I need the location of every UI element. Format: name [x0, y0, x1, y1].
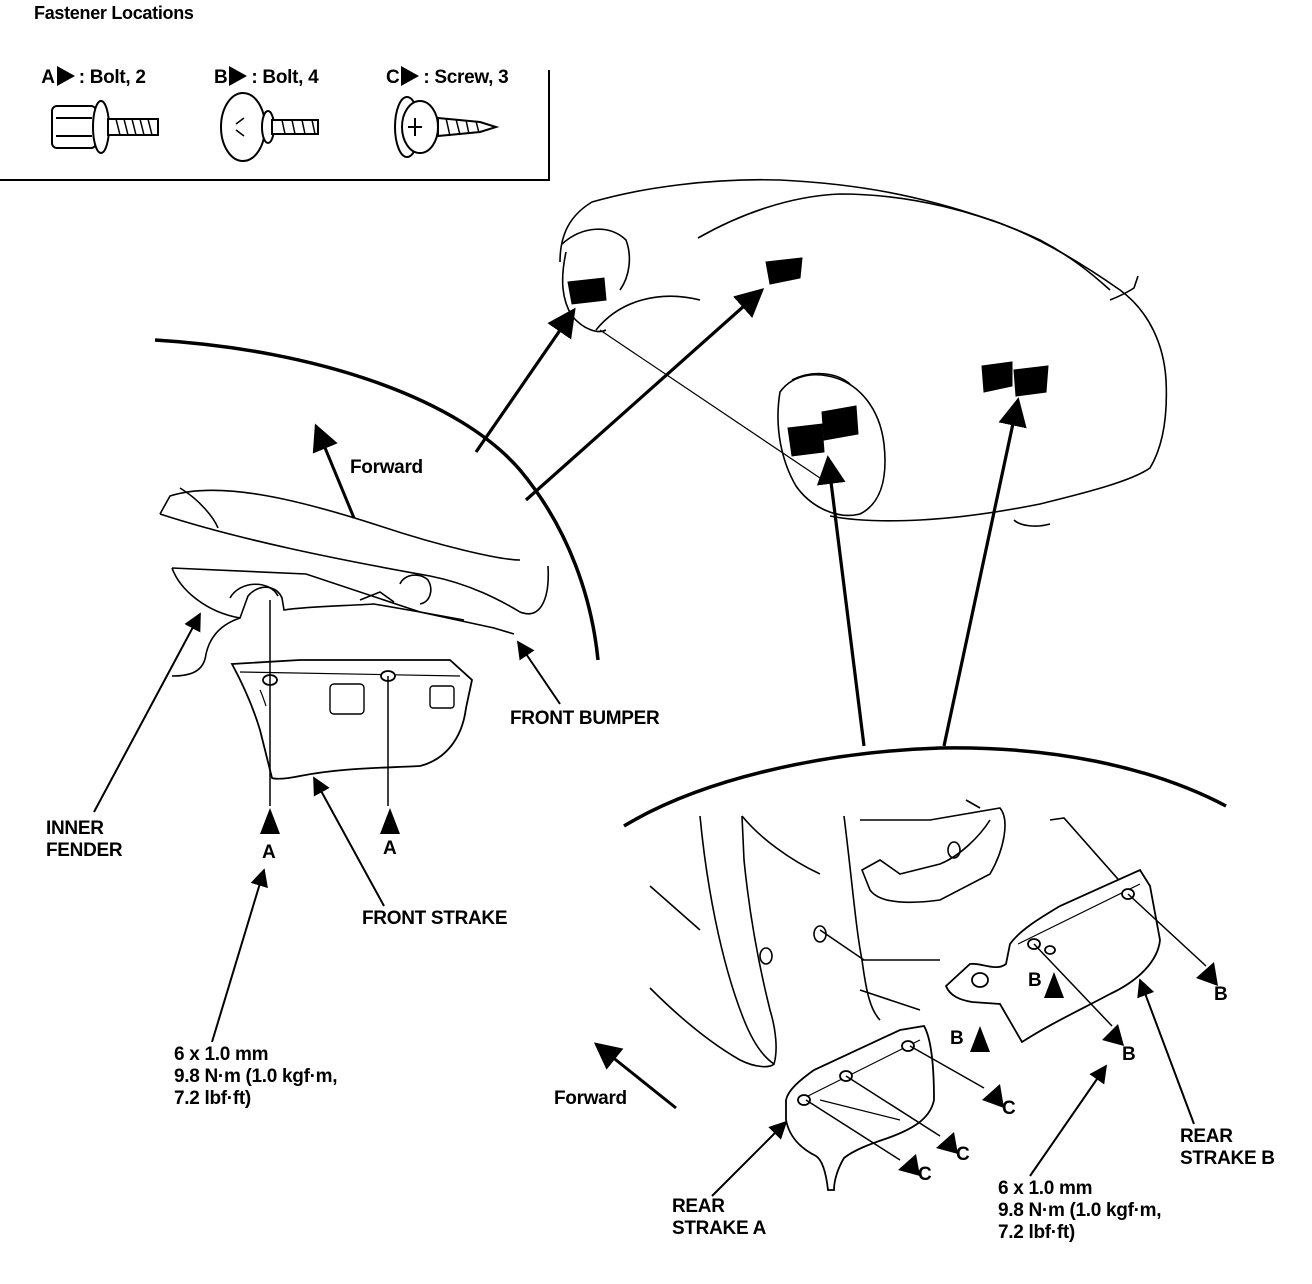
triangle-c3 [898, 1154, 920, 1176]
legend-item-a: A : Bolt, 2 [32, 44, 146, 89]
rear-strake-a-label-line1: REAR [672, 1196, 725, 1217]
legend-arrowhead-icon [56, 66, 75, 86]
legend-letter-c: C [385, 67, 400, 88]
rear-spec-line2: 9.8 N·m (1.0 kgf·m, [998, 1200, 1162, 1221]
triangle-b2 [970, 1026, 990, 1052]
legend-item-c: C : Screw, 3 [376, 44, 509, 89]
forward-label-rear: Forward [554, 1088, 627, 1109]
callout-arrows [474, 288, 1027, 747]
rear-strake-b-label-line2: STRAKE B [1180, 1148, 1275, 1169]
front-spec-line2: 9.8 N·m (1.0 kgf·m, [174, 1066, 338, 1087]
legend-item-b: B : Bolt, 4 [204, 44, 319, 89]
bolt-b-label-1: B [1028, 970, 1042, 991]
front-strake-drawing [230, 659, 473, 780]
flange-bolt-icon [51, 100, 159, 154]
legend-text-c: : Screw, 3 [423, 67, 509, 88]
legend-text-b: : Bolt, 4 [251, 67, 319, 88]
phillips-screw-icon [394, 96, 500, 158]
inner-fender-label-line1: INNER [46, 818, 104, 839]
rear-strake-b-label-line1: REAR [1180, 1126, 1233, 1147]
bolt-a-label-right: A [383, 838, 397, 859]
rear-callouts [711, 978, 1195, 1197]
triangle-a-left [260, 808, 280, 834]
triangle-c1 [982, 1084, 1004, 1108]
car-strake-markers [567, 257, 1049, 457]
bolt-a-label-left: A [262, 842, 276, 863]
forward-arrow-rear [593, 1042, 677, 1110]
bolt-b-label-2: B [950, 1028, 964, 1049]
legend-title: Fastener Locations [34, 3, 194, 23]
front-zoom-arc [154, 338, 600, 661]
rear-strake-a-drawing [785, 1025, 935, 1191]
forward-arrow-front [312, 423, 356, 519]
front-bumper-label: FRONT BUMPER [510, 708, 660, 729]
screw-c-label-1: C [1002, 1098, 1016, 1119]
front-bolt-markers [260, 808, 400, 834]
front-bumper-drawing [159, 487, 550, 677]
legend-letter-b: B [213, 67, 228, 88]
triangle-a-right [380, 808, 400, 834]
rear-leaders [805, 893, 1207, 1161]
legend-text-a: : Bolt, 2 [78, 67, 146, 88]
rear-wheel-area-drawing [649, 799, 1141, 1068]
rear-spec-line1: 6 x 1.0 mm [998, 1178, 1093, 1199]
legend-arrowhead-icon [401, 66, 420, 86]
forward-label-front: Forward [350, 457, 423, 478]
front-callouts [93, 612, 561, 1043]
rear-spec-line3: 7.2 lbf·ft) [998, 1222, 1075, 1243]
legend-box [0, 70, 550, 181]
washer-bolt-icon [220, 92, 319, 162]
inner-fender-label-line2: FENDER [46, 840, 123, 861]
rear-strake-b-drawing [944, 868, 1161, 1044]
front-strake-label: FRONT STRAKE [362, 908, 508, 929]
triangle-b3 [1102, 1024, 1124, 1046]
front-leaders [269, 600, 389, 806]
bolt-b-label-4: B [1214, 984, 1228, 1005]
car-body-outline [559, 178, 1168, 527]
legend-letter-a: A [41, 67, 55, 88]
triangle-b1 [1044, 972, 1064, 998]
legend-arrowhead-icon [229, 66, 248, 86]
triangle-b4 [1196, 962, 1218, 986]
front-spec-line1: 6 x 1.0 mm [174, 1044, 269, 1065]
screw-c-label-3: C [918, 1164, 932, 1185]
triangle-c2 [936, 1132, 958, 1154]
bolt-b-label-3: B [1122, 1044, 1136, 1065]
front-spec-line3: 7.2 lbf·ft) [174, 1088, 251, 1109]
rear-fastener-markers [898, 962, 1218, 1176]
rear-strake-a-label-line2: STRAKE A [672, 1218, 767, 1239]
rear-zoom-arc [623, 746, 1227, 828]
screw-c-label-2: C [956, 1144, 970, 1165]
